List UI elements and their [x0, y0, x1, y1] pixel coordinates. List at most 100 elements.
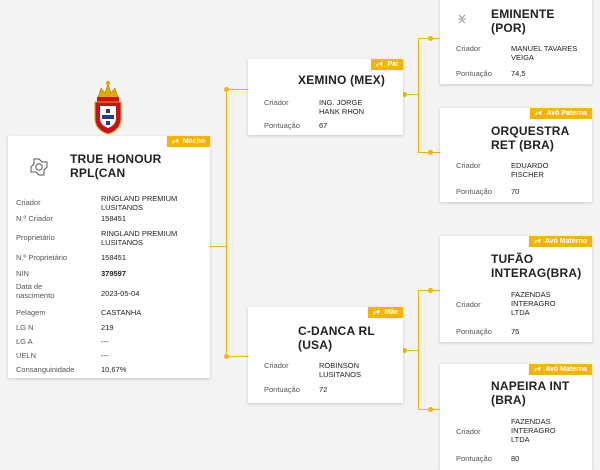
horse-name: TRUE HONOUR RPL(CAN — [70, 152, 162, 180]
horse-field-row: Pelagem CASTANHA — [16, 308, 206, 328]
horse-icon — [376, 61, 384, 67]
horse-field-value: --- — [101, 337, 109, 346]
horse-field-row: LG N 219 — [16, 323, 206, 343]
horse-field-label: LG N — [16, 323, 34, 332]
connector-dot — [428, 407, 433, 412]
grandparent-badge: Avô Paterna — [530, 108, 592, 119]
grandparent-name: EMINENTE (POR) — [491, 7, 555, 35]
pontuacao-label: Pontuação — [264, 121, 300, 130]
grandparent-badge: Avô Materno — [528, 236, 592, 247]
connector-dot — [428, 150, 433, 155]
horse-field-value: RINGLAND PREMIUM LUSITANOS — [101, 194, 178, 212]
sire-badge: Pai — [371, 59, 403, 70]
horse-field-row: Proprietário RINGLAND PREMIUM LUSITANOS — [16, 229, 206, 249]
horse-icon — [533, 238, 541, 244]
grandparent-card-napeira[interactable]: Avó Materna NAPEIRA INT (BRA) Criador FA… — [440, 364, 592, 470]
connector-dot — [428, 288, 433, 293]
stud-emblem-icon — [30, 158, 48, 176]
horse-icon — [171, 138, 179, 144]
connector — [226, 356, 248, 357]
connector — [210, 246, 227, 247]
grandparent-card-tufao[interactable]: Avô Materno TUFÃO INTERAG(BRA) Criador F… — [440, 236, 592, 342]
connector — [403, 94, 419, 95]
grandparent-card-orquestra[interactable]: Avô Paterna ORQUESTRA RET (BRA) Criador … — [440, 108, 592, 202]
horse-field-value: 10,67% — [101, 365, 127, 374]
dam-badge: Mãe — [368, 307, 403, 318]
horse-field-value: 158451 — [101, 214, 127, 223]
horse-field-label: Consanguinidade — [16, 365, 75, 374]
grandparent-name: ORQUESTRA RET (BRA) — [491, 124, 570, 152]
horse-field-label: LG A — [16, 337, 33, 346]
criador-value: ROBINSON LUSITANOS — [319, 361, 361, 379]
pontuacao-label: Pontuação — [456, 454, 492, 463]
pontuacao-label: Pontuação — [456, 327, 492, 336]
pontuacao-value: 74,5 — [511, 69, 526, 78]
pontuacao-value: 67 — [319, 121, 328, 130]
horse-field-row: Criador RINGLAND PREMIUM LUSITANOS — [16, 194, 206, 214]
horse-icon — [535, 110, 543, 116]
grandparent-name: NAPEIRA INT (BRA) — [491, 379, 570, 407]
grandparent-card-eminente[interactable]: EMINENTE (POR) Criador MANUEL TAVARES VE… — [440, 0, 592, 84]
horse-field-value: CASTANHA — [101, 308, 142, 317]
criador-label: Criador — [264, 361, 289, 370]
horse-field-row: LG A --- — [16, 337, 206, 357]
connector-dot — [224, 87, 229, 92]
criador-value: FAZENDAS INTERAGRO LTDA — [511, 417, 556, 444]
horse-field-row: N.º Proprietário 158451 — [16, 253, 206, 273]
criador-label: Criador — [456, 300, 481, 309]
horse-field-value: 219 — [101, 323, 114, 332]
sex-badge: Macho — [166, 136, 210, 147]
connector — [226, 89, 248, 90]
pontuacao-label: Pontuação — [264, 385, 300, 394]
connector — [403, 350, 419, 351]
horse-icon — [373, 309, 381, 315]
connector-dot — [402, 348, 407, 353]
grandparent-badge: Avó Materna — [529, 364, 592, 375]
horse-field-label: N.º Proprietário — [16, 253, 68, 262]
horse-field-label: Criador — [16, 198, 41, 207]
criador-label: Criador — [456, 44, 481, 53]
horse-field-value: RINGLAND PREMIUM LUSITANOS — [101, 229, 178, 247]
connector — [418, 38, 419, 153]
criador-label: Criador — [456, 427, 481, 436]
criador-value: MANUEL TAVARES VEIGA — [511, 44, 578, 62]
dam-name: C-DANCA RL (USA) — [298, 324, 375, 352]
horse-field-value: 158451 — [101, 253, 127, 262]
horse-field-row: Data de nascimento 2023-05-04 — [16, 282, 206, 302]
pontuacao-value: 75 — [511, 327, 520, 336]
sire-name: XEMINO (MEX) — [298, 73, 386, 87]
horse-icon — [534, 366, 542, 372]
criador-value: FAZENDAS INTERAGRO LTDA — [511, 290, 556, 317]
pontuacao-value: 70 — [511, 187, 520, 196]
connector-dot — [224, 354, 229, 359]
horse-field-row: NIN 379597 — [16, 269, 206, 289]
coat-of-arms-icon — [94, 81, 122, 135]
pontuacao-value: 80 — [511, 454, 520, 463]
horse-field-label: N.º Criador — [16, 214, 53, 223]
horse-field-label: Proprietário — [16, 233, 55, 242]
horse-field-label: Data de nascimento — [16, 282, 55, 300]
connector-dot — [402, 92, 407, 97]
grandparent-name: TUFÃO INTERAG(BRA) — [491, 252, 582, 280]
horse-field-row: UELN --- — [16, 351, 206, 371]
horse-field-value: 379597 — [101, 269, 127, 278]
horse-field-label: Pelagem — [16, 308, 46, 317]
horse-field-label: UELN — [16, 351, 37, 360]
horse-field-row: Consanguinidade 10,67% — [16, 365, 206, 385]
stud-emblem-icon — [458, 14, 466, 24]
connector — [226, 89, 227, 357]
pontuacao-value: 72 — [319, 385, 328, 394]
criador-label: Criador — [456, 161, 481, 170]
connector-dot — [428, 36, 433, 41]
horse-field-label: NIN — [16, 269, 29, 278]
horse-field-value: --- — [101, 351, 109, 360]
dam-card[interactable]: Mãe C-DANCA RL (USA) Criador ROBINSON LU… — [248, 307, 403, 403]
horse-field-value: 2023-05-04 — [101, 289, 140, 298]
sire-card[interactable]: Pai XEMINO (MEX) Criador ING. JORGE HANK… — [248, 59, 403, 135]
criador-label: Criador — [264, 98, 289, 107]
pontuacao-label: Pontuação — [456, 69, 492, 78]
horse-field-row: N.º Criador 158451 — [16, 214, 206, 234]
criador-value: ING. JORGE HANK RHON — [319, 98, 365, 116]
pontuacao-label: Pontuação — [456, 187, 492, 196]
